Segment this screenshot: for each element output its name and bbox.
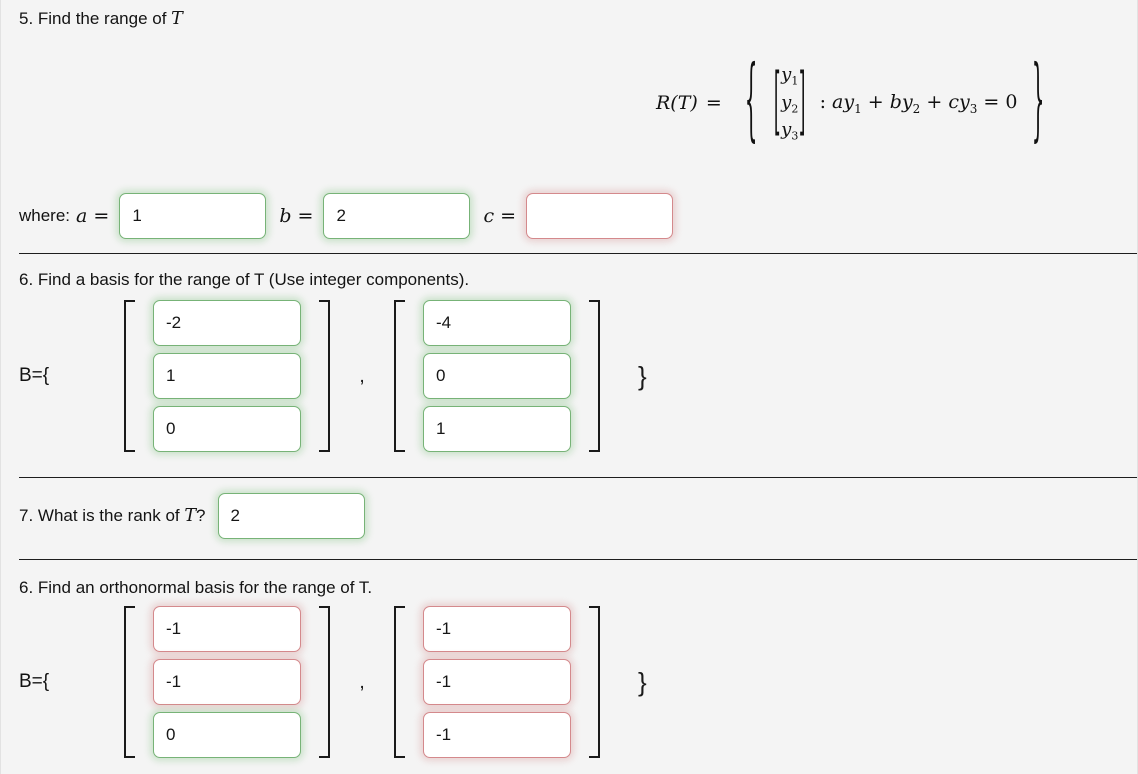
question-6-vector-1 [124,300,331,452]
coefficients-row: where: a = b = c = [19,193,674,239]
formula-vector-entry-1: y1 [781,64,799,88]
formula-open-brace: { [744,45,758,152]
formula-column-vector: [ y1 y2 y3 ] [774,62,806,145]
q8-v2-cell-3[interactable] [423,712,571,758]
formula-vector-entries: y1 y2 y3 [781,62,798,145]
formula-lead: R(T) [656,92,698,115]
q6-v2-cell-2[interactable] [423,353,571,399]
left-bracket-icon [124,300,140,452]
question-5-title: 5. Find the range of T [19,8,183,30]
question-8-vector-1 [124,606,331,758]
coefficient-a-label: a = [76,205,110,227]
question-6-basis-label: B={ [19,365,50,386]
question-5-title-math: T [171,9,183,29]
divider-2 [19,477,1137,478]
coefficient-c-input[interactable] [526,193,674,239]
formula-vector-entry-2: y2 [781,91,799,116]
question-6-close-brace: } [638,360,647,391]
formula-condition-plus-2: + [926,90,943,113]
left-bracket-icon [124,606,140,758]
question-6-vector-2-cells [423,300,571,452]
question-6-separator: , [359,364,365,387]
left-bracket-icon [394,606,410,758]
question-8-title: 6. Find an orthonormal basis for the ran… [19,578,373,597]
question-6-basis: B={ , } [19,300,647,452]
q6-v2-cell-1[interactable] [423,300,571,346]
question-8-vector-1-cells [153,606,301,758]
formula-close-brace: } [1032,45,1045,152]
formula-condition-c: c [948,90,959,113]
right-bracket-icon [584,300,601,452]
coefficient-b-label: b = [279,205,314,227]
formula-condition: : ay1 + by2 + cy3 = 0 [819,90,1018,116]
divider-3 [19,559,1137,560]
q8-v2-cell-2[interactable] [423,659,571,705]
question-8-separator: , [359,670,365,693]
formula-close-bracket: ] [799,56,806,144]
q8-v1-cell-1[interactable] [153,606,301,652]
formula-condition-b: b [889,90,902,113]
coefficient-a-input[interactable] [119,193,267,239]
question-5-title-text: 5. Find the range of [19,9,172,28]
coefficient-b-input[interactable] [323,193,471,239]
right-bracket-icon [314,300,331,452]
formula-condition-zero: 0 [1005,90,1018,113]
q6-v2-cell-3[interactable] [423,406,571,452]
question-6-title: 6. Find a basis for the range of T (Use … [19,270,470,289]
divider-1 [19,253,1137,254]
formula-vector-entry-3: y3 [781,119,799,143]
question-8-basis: B={ , } [19,606,647,758]
question-7-title: 7. What is the rank of T? [19,506,206,526]
q8-v1-cell-2[interactable] [153,659,301,705]
q6-v1-cell-3[interactable] [153,406,301,452]
question-6-vector-2 [394,300,601,452]
question-8-basis-label: B={ [19,671,50,692]
formula-open-bracket: [ [773,56,781,144]
formula-condition-equals: = [983,90,1000,113]
question-7-row: 7. What is the rank of T? [19,493,365,539]
question-8-close-brace: } [638,666,647,697]
right-bracket-icon [584,606,601,758]
question-6-vector-1-cells [153,300,301,452]
formula-condition-a: a [832,90,844,113]
q6-v1-cell-1[interactable] [153,300,301,346]
formula-equals: = [705,92,722,115]
question-8-vector-2-cells [423,606,571,758]
q8-v2-cell-1[interactable] [423,606,571,652]
question-7-answer-input[interactable] [217,493,365,539]
right-bracket-icon [314,606,331,758]
q6-v1-cell-2[interactable] [153,353,301,399]
question-8-vector-2 [394,606,601,758]
coefficient-c-label: c = [483,205,517,227]
formula-condition-plus-1: + [867,90,884,113]
left-bracket-icon [394,300,410,452]
q8-v1-cell-3[interactable] [153,712,301,758]
where-label: where: [19,206,71,225]
range-formula: R(T) = { [ y1 y2 y3 ] : ay1 + by2 + cy3 … [656,45,1060,152]
formula-condition-colon: : [819,90,826,113]
